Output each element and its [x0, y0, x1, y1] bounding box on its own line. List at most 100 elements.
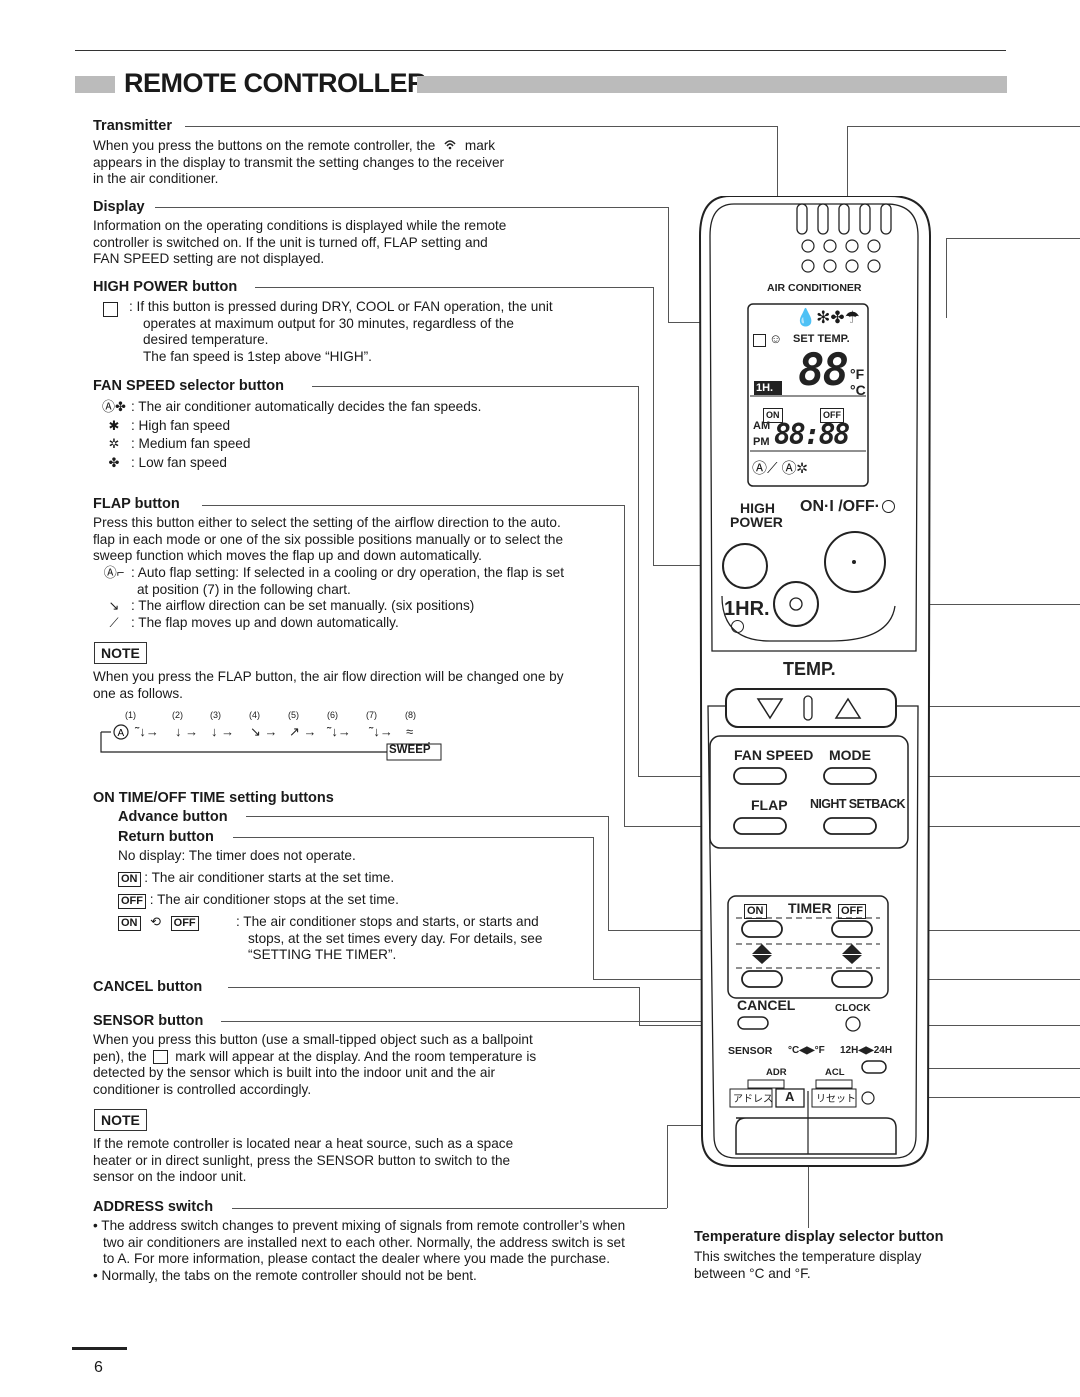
note1-text: When you press the FLAP button, the air …	[93, 669, 564, 701]
flap-pos-4: (4)	[249, 710, 260, 720]
sensor-text: When you press this button (use a small-…	[93, 1032, 537, 1097]
rc-air-conditioner-label: AIR CONDITIONER	[767, 282, 862, 294]
rc-off-circle-icon	[882, 500, 895, 513]
rc-deg-f: °F	[850, 366, 865, 382]
return-leader-v	[593, 837, 594, 979]
transmitter-leader	[185, 126, 777, 127]
on-timer-icon: ON	[118, 872, 141, 887]
rc-address-switch[interactable]: A	[785, 1089, 795, 1104]
cancel-leader-v	[639, 987, 640, 1025]
cycle-icon: ⟲	[150, 914, 162, 929]
right-leader-2	[946, 238, 1080, 239]
high-fan-icon: ✱	[108, 417, 120, 433]
right-leader-1	[847, 126, 1080, 127]
rc-on-lcd: ON	[763, 405, 783, 423]
flap-pos-7: (7)	[366, 710, 377, 720]
rc-mode-label: MODE	[829, 747, 871, 763]
flap-leader-v	[624, 505, 625, 826]
rc-smile-icon: ☺	[769, 331, 783, 346]
fan-speed-leader-h2	[638, 776, 758, 777]
flap-pos-3: (3)	[210, 710, 221, 720]
title-bar-left	[75, 76, 115, 93]
high-power-leader	[255, 287, 653, 288]
svg-text:˜↓→: ˜↓→	[368, 724, 393, 739]
timer-heading: ON TIME/OFF TIME setting buttons	[93, 790, 334, 806]
svg-text:˜↓→: ˜↓→	[326, 724, 351, 739]
right-leader-2-v	[946, 238, 947, 318]
auto-flap-icon: Ⓐ⌐	[103, 565, 125, 580]
flap-leader	[202, 505, 624, 506]
return-leader-h2	[593, 979, 746, 980]
page-title: REMOTE CONTROLLER	[124, 68, 427, 98]
page-number: 6	[94, 1359, 103, 1376]
rc-cf-label: °C◀▶°F	[788, 1045, 825, 1056]
sensor-leader	[221, 1021, 771, 1022]
right-leader-11	[876, 1097, 1080, 1098]
rc-deg-c: °C	[850, 382, 866, 398]
rc-on-off-label: ON·I /OFF·	[800, 498, 880, 515]
note-label-2: NOTE	[94, 1109, 147, 1131]
rc-hours-label: 12H◀▶24H	[840, 1045, 893, 1056]
top-rule	[75, 50, 1006, 51]
right-leader-10	[884, 1068, 1080, 1069]
manual-flap-icon: ↘	[108, 598, 120, 613]
rc-cancel-label: CANCEL	[737, 997, 796, 1013]
rc-mode-icons: 💧✻✤☂	[795, 308, 860, 327]
off-timer-icon: OFF	[118, 894, 146, 909]
auto-fan-icon: Ⓐ✤	[102, 399, 126, 414]
flap-items: Ⓐ⌐: Auto flap setting: If selected in a …	[97, 565, 564, 631]
flap-position-chart: (1) (2) (3) (4) (5) (6) (7) (8) A ˜↓→ ↓ …	[93, 708, 443, 766]
svg-text:↘ →: ↘ →	[250, 724, 278, 739]
return-leader	[233, 837, 593, 838]
note-label-1: NOTE	[94, 642, 147, 664]
timer-both-icons: ON ⟲ OFF	[118, 914, 199, 931]
transmitter-text: When you press the buttons on the remote…	[93, 138, 505, 186]
sweep-flap-icon: ⟋	[109, 614, 119, 630]
flap-pos-2: (2)	[172, 710, 183, 720]
svg-text:≈: ≈	[406, 724, 413, 739]
rc-off-lcd: OFF	[820, 405, 844, 423]
flap-pos-6: (6)	[327, 710, 338, 720]
high-power-icon	[103, 302, 118, 317]
low-fan-icon: ✤	[108, 454, 120, 470]
rc-address-jp-label: アドレス	[733, 1094, 773, 1105]
sensor-heading: SENSOR button	[93, 1013, 204, 1029]
rc-clock-label: CLOCK	[835, 1003, 871, 1014]
rc-one-h-lcd: 1H.	[756, 382, 774, 394]
svg-text:A: A	[118, 728, 125, 739]
high-power-text: : If this button is pressed during DRY, …	[129, 299, 553, 364]
rc-timer-on-tag: ON	[744, 901, 767, 919]
high-power-heading: HIGH POWER button	[93, 279, 238, 295]
off-timer-icon-2: OFF	[170, 916, 199, 931]
right-leader-6	[893, 826, 1080, 827]
advance-leader	[246, 816, 608, 817]
svg-text:↓ →: ↓ →	[211, 724, 234, 739]
rc-adr-label: ADR	[766, 1067, 787, 1078]
rc-power-label: POWER	[730, 514, 783, 530]
flap-pos-8: (8)	[405, 710, 416, 720]
cancel-heading: CANCEL button	[93, 979, 203, 995]
rc-high-label: HIGH	[740, 500, 775, 516]
rc-acl-label: ACL	[825, 1067, 845, 1078]
rc-lcd-flap-fan-icons: Ⓐ⟋ Ⓐ✲	[752, 460, 808, 477]
svg-text:↓ →: ↓ →	[175, 724, 198, 739]
right-leader-9	[866, 1025, 1080, 1026]
flap-pos-5: (5)	[288, 710, 299, 720]
timer-both-text: : The air conditioner stops and starts, …	[236, 914, 543, 962]
high-power-leader-v	[653, 287, 654, 565]
svg-text:˜↓→: ˜↓→	[134, 724, 159, 739]
rc-high-power-lcd-icon	[753, 334, 766, 347]
flap-leader-h2	[624, 826, 764, 827]
address-leader	[232, 1208, 667, 1209]
rc-night-setback-label: NIGHT SETBACK	[810, 797, 906, 811]
svg-text:↗ →: ↗ →	[289, 724, 317, 739]
rc-clock-icon	[731, 620, 744, 633]
advance-leader-v	[608, 816, 609, 930]
rc-temp-digits: 88	[798, 345, 849, 396]
display-heading: Display	[93, 199, 145, 215]
flap-heading: FLAP button	[93, 496, 180, 512]
on-timer-icon-2: ON	[118, 916, 141, 931]
title-bar-right	[417, 76, 1007, 93]
display-leader-v	[668, 207, 669, 322]
advance-button-label: Advance button	[118, 809, 228, 825]
